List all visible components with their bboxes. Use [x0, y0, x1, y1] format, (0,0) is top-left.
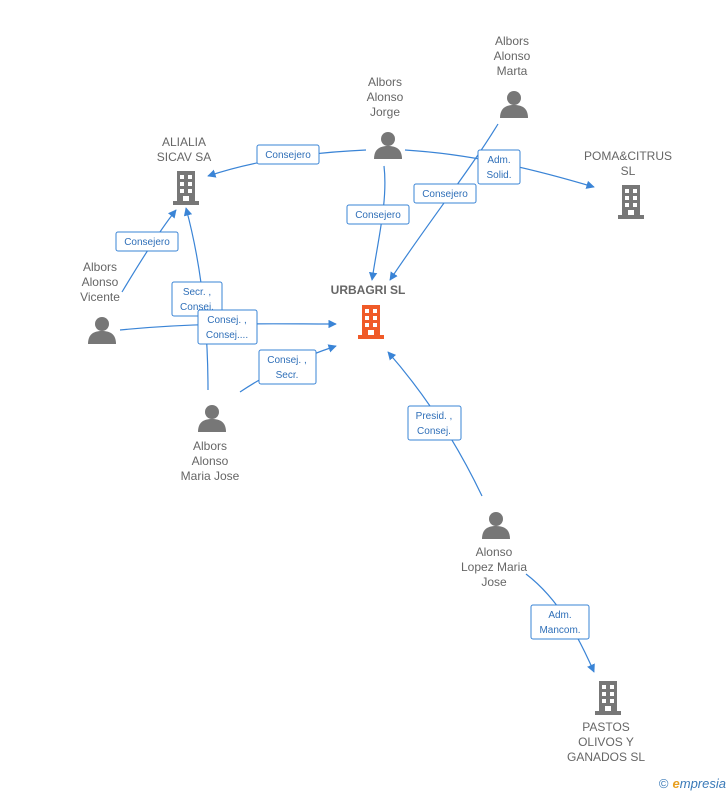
- node-marta[interactable]: Albors Alonso Marta: [494, 34, 531, 118]
- node-label-line: Alonso: [476, 545, 513, 559]
- node-label-line: PASTOS: [582, 720, 630, 734]
- node-label-line: GANADOS SL: [567, 750, 645, 764]
- edge-label-line: Consejero: [265, 150, 311, 161]
- copyright-icon: ©: [658, 776, 669, 791]
- edge-label-line: Consejero: [422, 189, 468, 200]
- edge-label-line: Presid. ,: [416, 411, 453, 422]
- edge-label-marta-urbagri[interactable]: Consejero: [413, 183, 477, 204]
- node-lopez[interactable]: Alonso Lopez Maria Jose: [461, 512, 527, 589]
- node-label-line: Alonso: [192, 454, 229, 468]
- node-label-line: Maria Jose: [181, 469, 240, 483]
- edge-label-line: Adm.: [548, 610, 571, 621]
- edge-label-mariajose-urbagri[interactable]: Consej. , Secr.: [258, 349, 317, 385]
- node-pastos[interactable]: PASTOS OLIVOS Y GANADOS SL: [567, 681, 645, 764]
- edge-label-lopez-pastos[interactable]: Adm. Mancom.: [530, 604, 590, 640]
- edge-label-jorge-poma[interactable]: Adm. Solid.: [477, 149, 521, 185]
- edge-label-line: Mancom.: [539, 625, 580, 636]
- node-label-line: Albors: [495, 34, 529, 48]
- watermark: ©empresia: [659, 776, 726, 791]
- edge-label-mariajose-alialia[interactable]: Secr. , Consej.: [171, 281, 223, 317]
- edge-label-line: Consej. ,: [267, 355, 306, 366]
- node-label-line: Albors: [193, 439, 227, 453]
- node-label-line: Marta: [497, 64, 528, 78]
- node-label-line: OLIVOS Y: [578, 735, 634, 749]
- node-label-line: POMA&CITRUS: [584, 149, 672, 163]
- edge-label-vicente-urbagri[interactable]: Consej. , Consej....: [197, 309, 258, 345]
- edge-label-line: Secr. ,: [183, 287, 211, 298]
- edge-label-line: Consejero: [124, 237, 170, 248]
- node-poma[interactable]: POMA&CITRUS SL: [584, 149, 672, 219]
- node-alialia[interactable]: ALIALIA SICAV SA: [157, 135, 211, 205]
- node-label-line: Albors: [368, 75, 402, 89]
- node-label-line: Alonso: [367, 90, 404, 104]
- node-label-line: Lopez Maria: [461, 560, 527, 574]
- node-label-line: Albors: [83, 260, 117, 274]
- edge-label-line: Secr.: [276, 370, 299, 381]
- brand-name: mpresia: [679, 776, 726, 791]
- edge-label-line: Consejero: [355, 210, 401, 221]
- edge-label-line: Adm.: [487, 155, 510, 166]
- edge-label-line: Solid.: [486, 170, 511, 181]
- node-vicente[interactable]: Albors Alonso Vicente: [80, 260, 120, 344]
- edge-label-lopez-urbagri[interactable]: Presid. , Consej.: [407, 405, 462, 441]
- edge-label-jorge-alialia[interactable]: Consejero: [256, 144, 320, 165]
- edge-label-line: Consej. ,: [207, 315, 246, 326]
- node-label-line: Alonso: [494, 49, 531, 63]
- node-label-line: Jorge: [370, 105, 400, 119]
- node-label-line: SICAV SA: [157, 150, 211, 164]
- node-label-line: Alonso: [82, 275, 119, 289]
- edge-label-vicente-alialia[interactable]: Consejero: [115, 231, 179, 252]
- node-label-line: Vicente: [80, 290, 120, 304]
- brand-initial: e: [672, 776, 680, 791]
- node-mariajose[interactable]: Albors Alonso Maria Jose: [181, 405, 240, 483]
- node-label-line: Jose: [481, 575, 507, 589]
- edge-label-line: Consej.: [417, 426, 451, 437]
- edge-label-line: Consej.: [180, 302, 214, 313]
- node-label-line: URBAGRI SL: [331, 283, 406, 297]
- node-label-line: SL: [621, 164, 636, 178]
- node-label-line: ALIALIA: [162, 135, 206, 149]
- edge-label-line: Consej....: [206, 330, 248, 341]
- node-urbagri[interactable]: URBAGRI SL: [331, 283, 406, 339]
- edge-label-jorge-urbagri[interactable]: Consejero: [346, 204, 410, 225]
- node-jorge[interactable]: Albors Alonso Jorge: [367, 75, 404, 159]
